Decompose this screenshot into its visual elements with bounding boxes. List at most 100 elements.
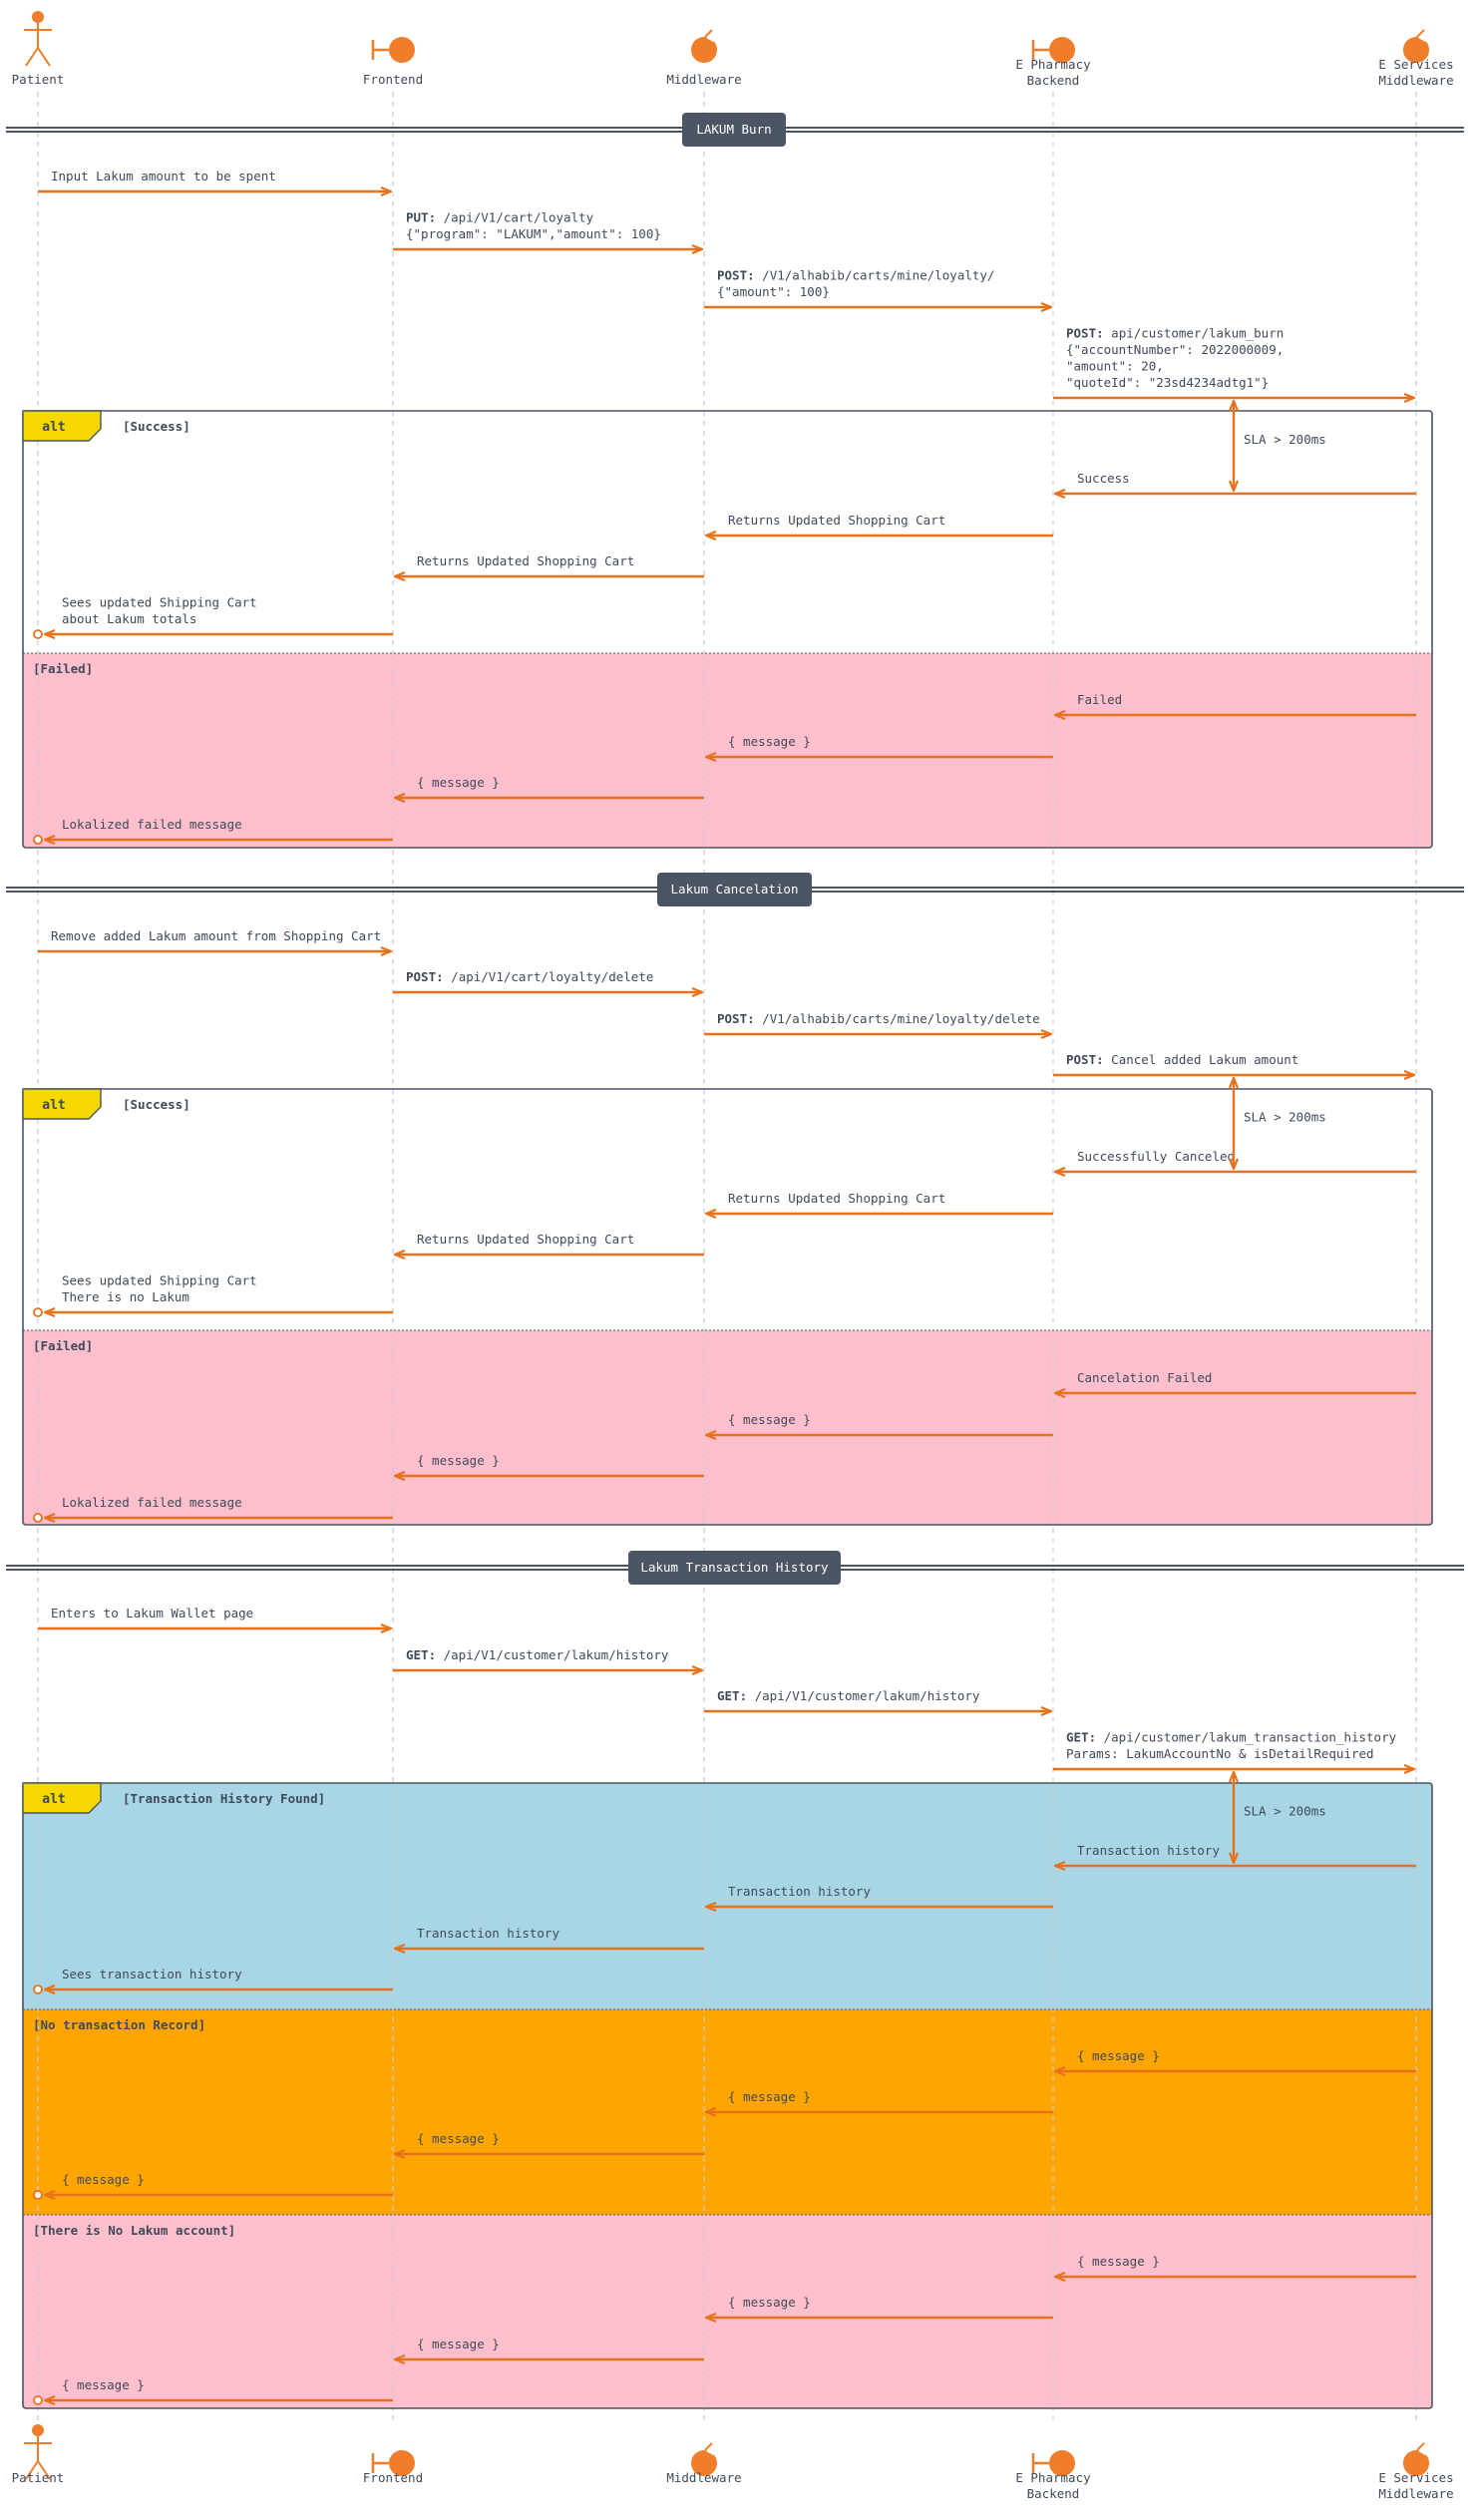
participant-label: E Services [1378, 57, 1453, 72]
sla-label: SLA > 200ms [1244, 432, 1326, 447]
message-text: /api/V1/cart/loyalty/delete [444, 969, 654, 984]
message-text: {"accountNumber": 2022000009, [1066, 342, 1284, 357]
message-label: Cancelation Failed [1077, 1370, 1212, 1385]
alt-guard: [Failed] [33, 1338, 93, 1353]
message-text: /api/V1/customer/lakum/history [747, 1688, 980, 1703]
message-label: Enters to Lakum Wallet page [51, 1606, 253, 1620]
participant-label: Middleware [666, 2470, 741, 2485]
message-text: { message } [728, 1412, 811, 1427]
message-label: Transaction history [728, 1884, 871, 1899]
message-label: Returns Updated Shopping Cart [728, 513, 945, 528]
message-text: Failed [1077, 692, 1122, 707]
participant-patient-bottom: Patient [12, 2424, 65, 2485]
alt-section-bg [23, 411, 1432, 653]
message-label: { message } [417, 775, 500, 790]
message-patient-to-frontend: Remove added Lakum amount from Shopping … [38, 928, 391, 951]
message-middleware-to-frontend: { message } [395, 2337, 704, 2359]
message-text: Lokalized failed message [62, 817, 242, 832]
message-pharmacy-to-eservices: POST: Cancel added Lakum amount [1053, 1052, 1414, 1075]
participant-label: Middleware [1378, 73, 1453, 88]
message-method: POST: [717, 1011, 755, 1026]
message-text: /api/V1/cart/loyalty [436, 210, 594, 225]
message-text: Cancel added Lakum amount [1104, 1052, 1299, 1067]
message-middleware-to-frontend: { message } [395, 2131, 704, 2154]
message-pharmacy-to-middleware: { message } [706, 1412, 1053, 1435]
message-label: { message } [62, 2172, 145, 2187]
message-method: POST: [1066, 1052, 1104, 1067]
message-patient-to-frontend: Enters to Lakum Wallet page [38, 1606, 391, 1628]
message-label: POST: /api/V1/cart/loyalty/delete [406, 969, 653, 984]
message-text: /V1/alhabib/carts/mine/loyalty/ [755, 268, 995, 283]
message-text: "quoteId": "23sd4234adtg1"} [1066, 375, 1269, 390]
alt-frame-border: alt[Transaction History Found][No transa… [22, 1782, 1433, 2409]
message-label: Transaction history [417, 1926, 559, 1941]
participant-label: Patient [12, 2470, 65, 2485]
message-text: /api/customer/lakum_transaction_history [1096, 1730, 1396, 1745]
message-text: { message } [62, 2377, 145, 2392]
message-patient-to-frontend: Input Lakum amount to be spent [38, 169, 391, 191]
message-label: Params: LakumAccountNo & isDetailRequire… [1066, 1746, 1374, 1761]
message-label: GET: /api/V1/customer/lakum/history [717, 1688, 980, 1703]
message-text: api/customer/lakum_burn [1104, 326, 1285, 341]
arrow-endpoint [33, 2395, 43, 2405]
alt-guard: [Success] [123, 1097, 190, 1112]
alt-section-bg [23, 1330, 1432, 1525]
message-label: { message } [62, 2377, 145, 2392]
alt-tag [22, 410, 102, 442]
message-frontend-to-middleware: PUT: /api/V1/cart/loyalty{"program": "LA… [393, 210, 702, 250]
message-middleware-to-pharmacy: POST: /V1/alhabib/carts/mine/loyalty/del… [704, 1011, 1051, 1034]
message-text: Returns Updated Shopping Cart [417, 1232, 634, 1247]
message-text: Transaction history [1077, 1843, 1220, 1858]
message-method: GET: [1066, 1730, 1096, 1745]
participant-label: Backend [1027, 2486, 1080, 2501]
message-label: Sees updated Shipping Cart [62, 595, 257, 610]
actor-icon [24, 11, 52, 67]
participant-label: Middleware [666, 72, 741, 87]
message-text: Sees transaction history [62, 1967, 242, 1981]
message-label: { message } [1077, 2254, 1160, 2269]
message-label: Failed [1077, 692, 1122, 707]
message-label: Returns Updated Shopping Cart [728, 1191, 945, 1206]
divider-box [628, 1551, 841, 1585]
message-middleware-to-pharmacy: GET: /api/V1/customer/lakum/history [704, 1688, 1051, 1711]
alt-keyword: alt [42, 1792, 65, 1807]
message-label: { message } [728, 1412, 811, 1427]
message-label: Transaction history [1077, 1843, 1220, 1858]
alt-section-bg [23, 1783, 1432, 2009]
message-method: POST: [406, 969, 444, 984]
message-pharmacy-to-middleware: { message } [706, 734, 1053, 757]
message-label: GET: /api/customer/lakum_transaction_his… [1066, 1730, 1397, 1745]
alt-frame [23, 411, 1432, 848]
alt-guard: [No transaction Record] [33, 2017, 205, 2032]
message-label: POST: /V1/alhabib/carts/mine/loyalty/ [717, 268, 994, 283]
control-icon [1403, 2442, 1429, 2476]
message-text: { message } [62, 2172, 145, 2187]
message-text: Returns Updated Shopping Cart [417, 553, 634, 568]
message-frontend-to-patient: Lokalized failed message [33, 1495, 393, 1522]
message-label: Successfully Canceled [1077, 1149, 1235, 1164]
message-frontend-to-patient: Lokalized failed message [33, 817, 393, 845]
message-text: Sees updated Shipping Cart [62, 1273, 257, 1288]
alt-section-bg [23, 2215, 1432, 2408]
control-icon [691, 2442, 717, 2476]
message-pharmacy-to-middleware: { message } [706, 2089, 1053, 2112]
alt-tag [22, 1088, 102, 1120]
message-pharmacy-to-middleware: Transaction history [706, 1884, 1053, 1907]
message-text: /api/V1/customer/lakum/history [436, 1647, 669, 1662]
alt-section-bg [23, 1089, 1432, 1330]
message-text: { message } [417, 2131, 500, 2146]
message-text: "amount": 20, [1066, 359, 1164, 374]
participant-label: Middleware [1378, 2486, 1453, 2501]
alt-frame-border: alt[Success][Failed] [22, 410, 1433, 849]
message-frontend-to-patient: Sees transaction history [33, 1967, 393, 1993]
alt-frame-border: alt[Success][Failed] [22, 1088, 1433, 1526]
message-label: { message } [1077, 2048, 1160, 2063]
participant-middleware-bottom: Middleware [666, 2442, 742, 2485]
message-eservices-to-pharmacy: Transaction history [1055, 1843, 1416, 1866]
message-label: Sees transaction history [62, 1967, 242, 1981]
arrow-endpoint [33, 835, 43, 845]
